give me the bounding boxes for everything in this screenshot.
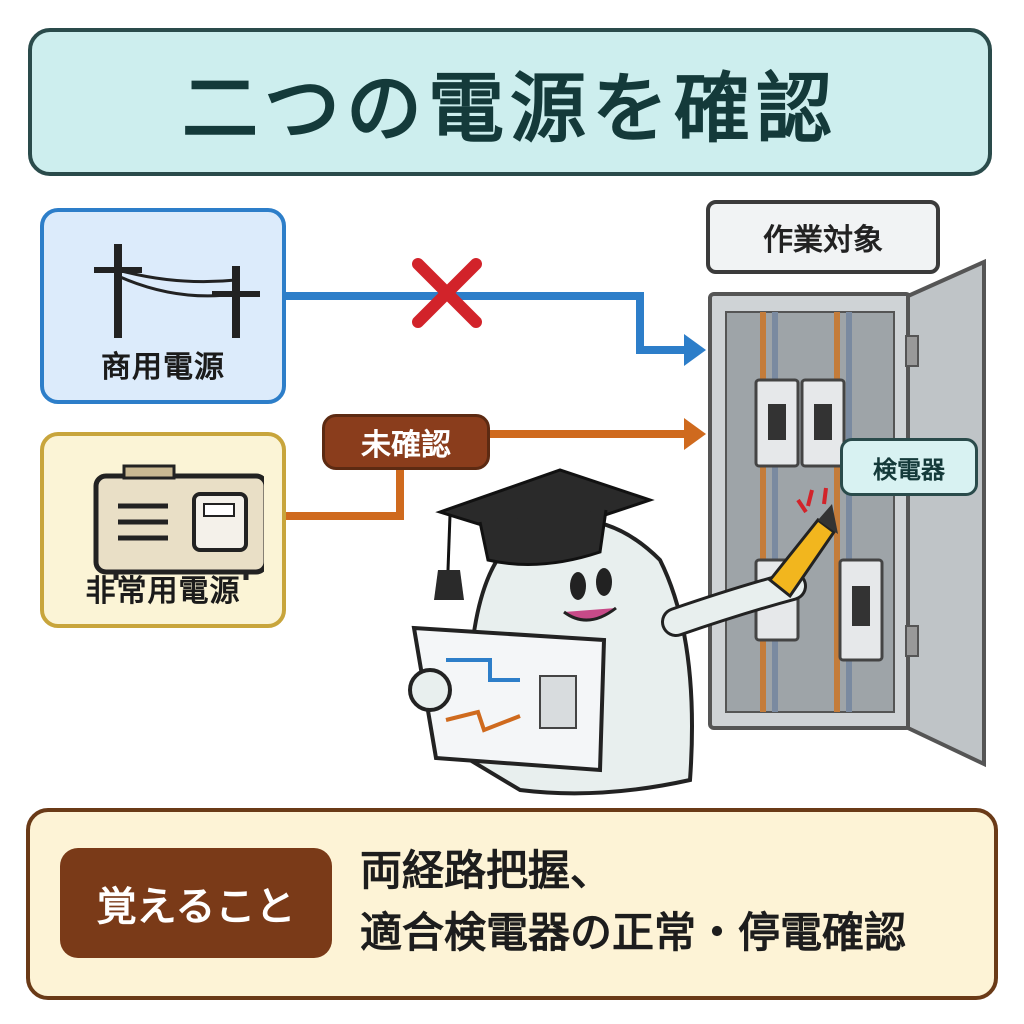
commercial-power-label: 商用電源 <box>101 350 225 385</box>
emergency-power-box: 非常用電源 <box>40 432 286 628</box>
distribution-panel-icon <box>708 258 986 768</box>
memo-line-2: 適合検電器の正常・停電確認 <box>360 908 907 957</box>
work-target-label: 作業対象 <box>706 200 940 274</box>
mascot-character-icon <box>408 468 838 796</box>
emergency-power-label: 非常用電源 <box>85 574 241 609</box>
generator-icon <box>93 464 264 580</box>
unconfirmed-badge: 未確認 <box>322 414 490 470</box>
memo-panel: 覚えること 両経路把握、 適合検電器の正常・停電確認 <box>26 808 998 1000</box>
commercial-power-path <box>286 292 690 354</box>
utility-pole-icon <box>94 244 260 338</box>
memo-line-1: 両経路把握、 <box>360 846 613 895</box>
voltage-detector-bubble: 検電器 <box>840 438 978 496</box>
memo-text: 両経路把握、 適合検電器の正常・停電確認 <box>360 840 906 964</box>
title-banner: 二つの電源を確認 <box>28 28 992 176</box>
emergency-power-path <box>286 470 404 520</box>
commercial-power-box: 商用電源 <box>40 208 286 404</box>
memo-label: 覚えること <box>60 848 332 958</box>
blocked-x-icon <box>412 258 482 328</box>
emergency-arrowhead <box>684 418 706 450</box>
commercial-arrowhead <box>684 334 706 366</box>
page-title: 二つの電源を確認 <box>182 64 838 153</box>
